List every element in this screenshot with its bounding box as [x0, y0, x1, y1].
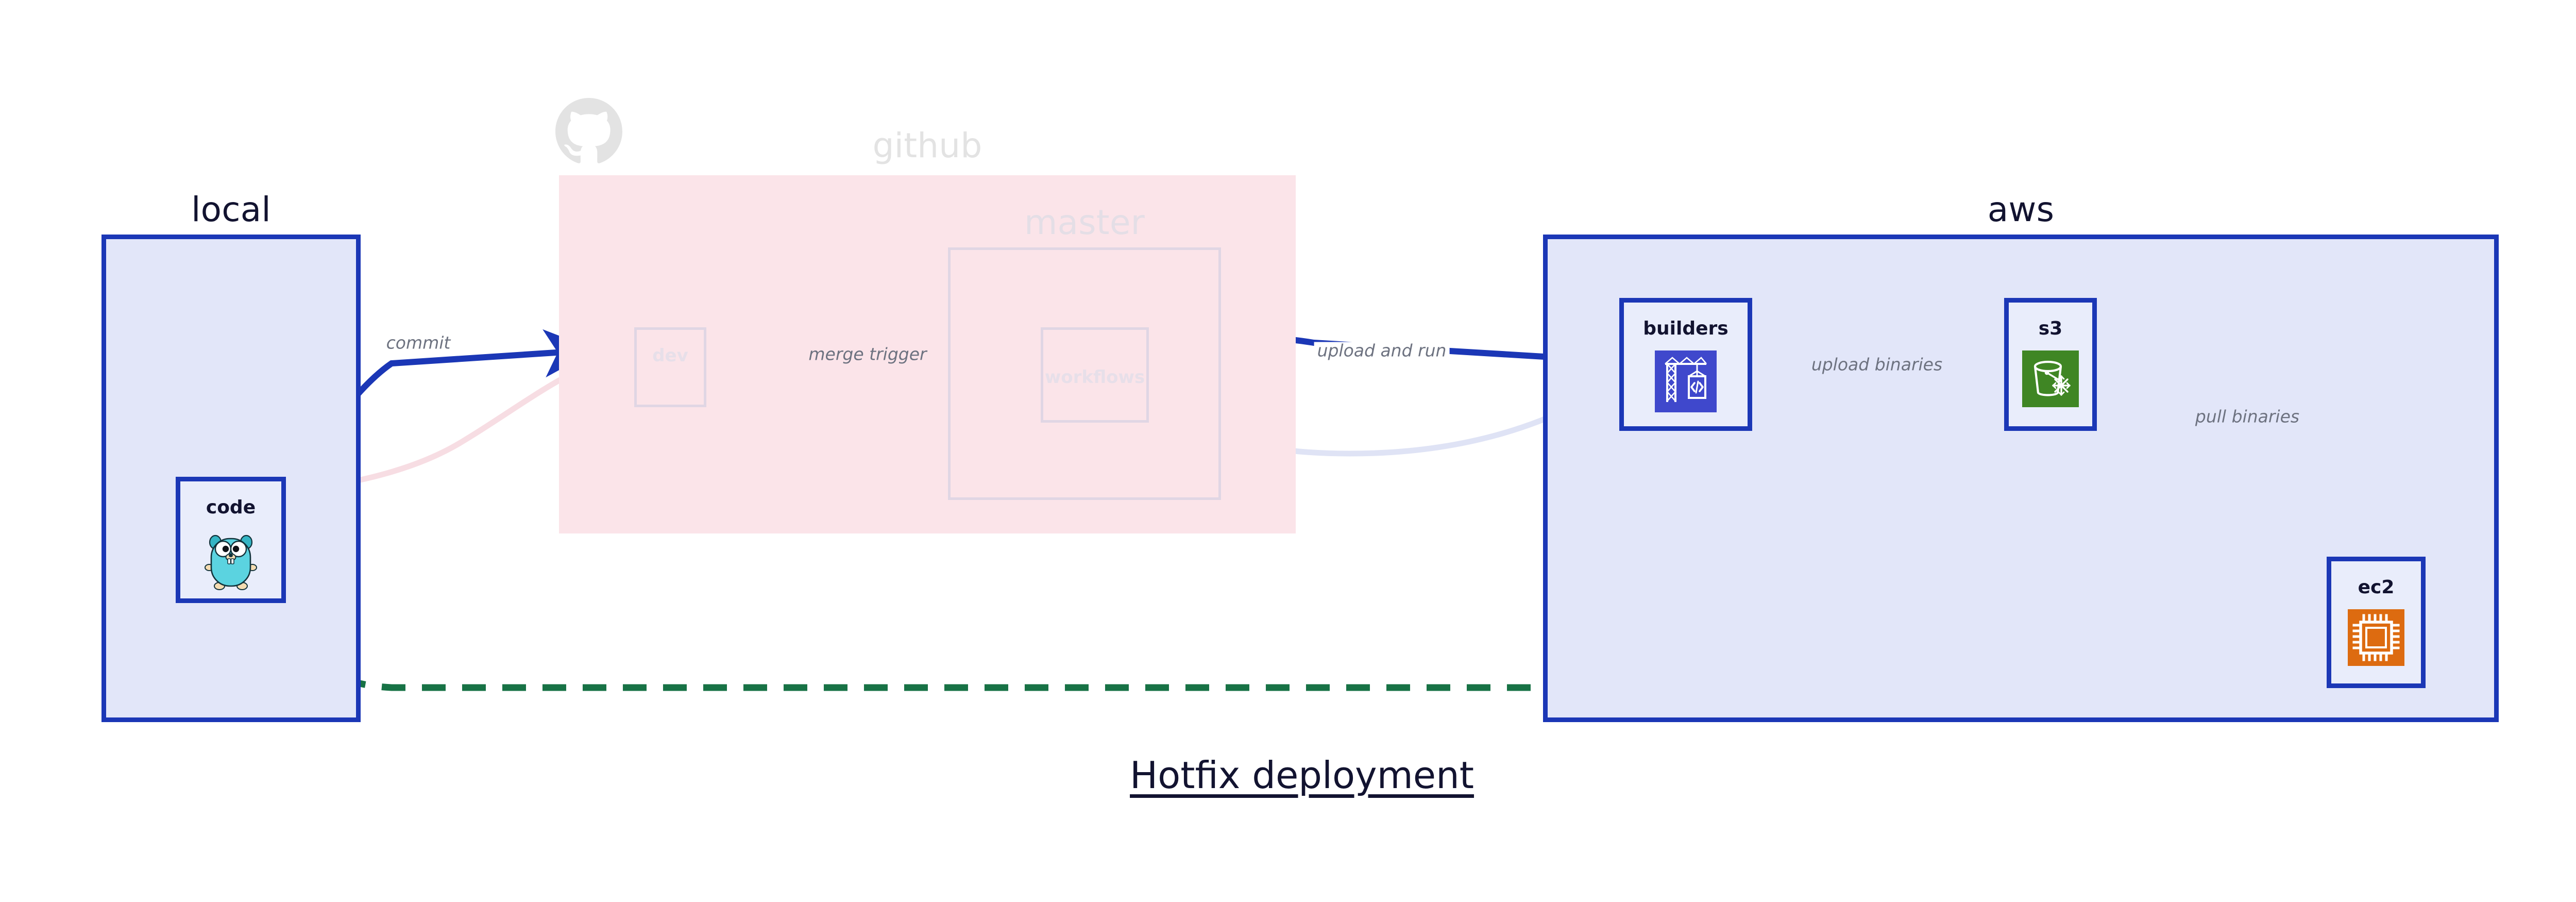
aws-ec2-icon — [2348, 609, 2404, 666]
node-code-label: code — [206, 497, 256, 518]
go-gopher-icon — [205, 534, 257, 590]
node-ec2-label: ec2 — [2358, 577, 2395, 598]
edge-label-merge-trigger: merge trigger — [805, 345, 930, 363]
node-workflows[interactable]: workflows — [1041, 327, 1149, 423]
node-ec2[interactable]: ec2 — [2327, 557, 2426, 688]
node-s3-label: s3 — [2038, 318, 2063, 339]
cluster-github-title: github — [872, 126, 982, 165]
node-s3[interactable]: s3 — [2004, 298, 2097, 431]
edge-label-upload-and-run: upload and run — [1314, 342, 1450, 359]
node-dev[interactable]: dev — [634, 327, 706, 407]
aws-codebuild-icon — [1655, 350, 1717, 412]
edge-label-pull-binaries: pull binaries — [2192, 408, 2303, 425]
github-octocat-icon — [555, 98, 622, 163]
cluster-master-title: master — [1024, 203, 1145, 242]
node-builders-label: builders — [1643, 318, 1728, 339]
edge-label-commit: commit — [383, 334, 454, 352]
diagram-title: Hotfix deployment — [1130, 754, 1474, 797]
node-code[interactable]: code — [176, 477, 286, 603]
node-builders[interactable]: builders — [1619, 298, 1752, 431]
aws-s3-glacier-icon — [2022, 350, 2079, 407]
node-dev-label: dev — [652, 345, 688, 366]
cluster-local-title: local — [191, 190, 271, 229]
cluster-aws-title: aws — [1987, 190, 2055, 229]
edge-label-upload-binaries: upload binaries — [1808, 356, 1946, 373]
node-workflows-label: workflows — [1044, 367, 1145, 388]
cluster-master: master — [948, 203, 1221, 500]
